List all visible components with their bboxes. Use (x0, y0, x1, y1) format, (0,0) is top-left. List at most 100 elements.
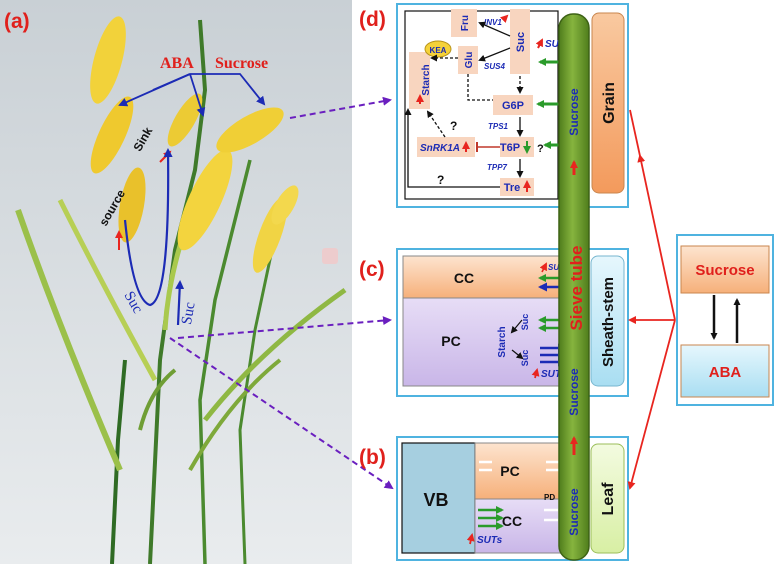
leaf-pc-label: PC (500, 463, 519, 479)
suc-label-right: Suc (179, 301, 199, 326)
sheath-tube-sucrose: Sucrose (567, 368, 581, 416)
kea-ellipse (424, 40, 452, 58)
leaf-cc-label: CC (502, 513, 522, 529)
starch-to-suc-arrow (511, 349, 524, 360)
source-to-sink-arrow (123, 148, 173, 307)
grain-suc-label: Suc (515, 32, 527, 52)
tre-question: ? (437, 173, 444, 187)
glu-to-g6p-link (467, 74, 493, 101)
sheath-organ-label: Sheath-stem (600, 277, 617, 367)
leaf-suts-label: SUTs (477, 535, 503, 546)
panel-a-photo: (a) ABA Sucrose Sink source Suc Suc (0, 0, 352, 564)
sieve-tube: Sucrose Sieve tube Sucrose Sucrose (558, 13, 590, 561)
sheath-organ-box (590, 255, 625, 387)
inv1-label: INV1 (484, 18, 502, 27)
kea-label: KEA (430, 46, 447, 55)
regulation-sucrose-box (680, 245, 770, 294)
leaf-sheath (138, 368, 177, 431)
glu-box (458, 46, 478, 74)
snrk1a-question: ? (450, 119, 457, 133)
grain-suts-label: SUTs (545, 39, 571, 50)
snrk1a-box (417, 137, 475, 157)
suc-box (510, 9, 530, 74)
vb-label: VB (423, 490, 448, 510)
panel-connectors (169, 96, 394, 490)
grain-organ-label: Grain (601, 82, 618, 124)
panicle-4 (177, 149, 233, 251)
regulation-aba-label: ABA (709, 364, 742, 381)
sheath-starch-label: Starch (497, 326, 508, 357)
leaf-tube-sucrose: Sucrose (567, 488, 581, 536)
to-grain-tip (629, 109, 641, 157)
second-stem (198, 159, 252, 564)
g6p-box (493, 95, 533, 115)
inv1-up-arrow (499, 14, 509, 24)
suts-up-arrow (535, 38, 543, 49)
connector-to-d (289, 96, 392, 119)
plasmodesmata (479, 460, 560, 522)
aba-bracket-line (152, 73, 191, 91)
panel-a-label: (a) (4, 10, 30, 33)
photo-sucrose-label: Sucrose (215, 55, 268, 72)
regulation-sucrose-label: Sucrose (695, 262, 754, 279)
glu-label: Glu (464, 52, 475, 69)
panel-c-sheath: CC PC SUTs Starch Suc Suc SUTs Sheath-st… (396, 248, 629, 397)
sheath-suc-bottom: Suc (520, 350, 530, 367)
panel-b-leaf: VB PC CC PD SUTs Leaf (396, 436, 629, 561)
connector-to-c (177, 316, 392, 339)
panel-d-grain: Grain Fru Suc Starch KEA Glu INV1 SUS4 S… (396, 3, 629, 208)
panel-c-label: (c) (359, 258, 385, 281)
tre-to-starch-arrow (404, 108, 500, 188)
snrk1a-to-starch-arrow (426, 110, 446, 138)
sus4-label: SUS4 (484, 62, 505, 71)
third-stem (110, 359, 127, 564)
sheath-suts-bottom-label: SUTs (541, 369, 567, 380)
suc-to-fru-arrow (478, 21, 511, 37)
leaf-organ-label: Leaf (600, 482, 617, 516)
g6p-label: G6P (502, 100, 524, 112)
to-grain-arrow (637, 154, 676, 321)
sieve-tube-body (558, 13, 590, 561)
panicle-5 (216, 107, 284, 153)
pd-label: PD (544, 493, 555, 502)
starch-box (409, 52, 430, 109)
tpp7-label: TPP7 (487, 163, 508, 172)
t6p-question: ? (537, 143, 544, 155)
photo-aba-label: ABA (160, 55, 194, 72)
aba-arrow-right (189, 73, 206, 117)
sheath-cc-label: CC (454, 270, 474, 286)
suc-to-glu-arrow (478, 47, 511, 62)
panicle-6 (167, 93, 203, 147)
sieve-tube-label: Sieve tube (567, 245, 586, 330)
sheath-suc-top: Suc (520, 314, 530, 331)
regulation-aba-box (680, 344, 770, 398)
panicle-1 (90, 16, 126, 104)
connector-to-b (169, 337, 394, 490)
panicle-8 (271, 185, 299, 225)
tps1-label: TPS1 (488, 122, 509, 131)
regulation-box: Sucrose ABA (676, 234, 774, 406)
grain-starch-label: Starch (421, 64, 432, 95)
regulation-targets (627, 109, 676, 490)
photo-regulation-arrows (118, 73, 266, 117)
tre-label: Tre (504, 182, 521, 194)
panel-d-label: (d) (359, 8, 386, 31)
vb-box (401, 442, 476, 554)
panicles (90, 16, 299, 273)
t6p-label: T6P (500, 142, 520, 154)
grain-tube-sucrose: Sucrose (567, 88, 581, 136)
to-leaf-arrow (627, 319, 676, 490)
leaf-blade-lower-right (188, 358, 282, 471)
stem-upward-arrow (175, 280, 185, 326)
leaf-blade-right (203, 287, 347, 422)
suc-to-starch-arrow (510, 319, 523, 334)
panel-b-label: (b) (359, 446, 386, 469)
photo-background (0, 0, 352, 564)
watermark-badge (322, 248, 338, 264)
leaf-organ-box (590, 443, 625, 554)
snrk1a-label: SnRK1A (420, 143, 460, 154)
fru-box (451, 9, 477, 37)
sheath-suts-top-arrow (539, 262, 547, 273)
leaf-suts-up-arrow (466, 533, 475, 545)
